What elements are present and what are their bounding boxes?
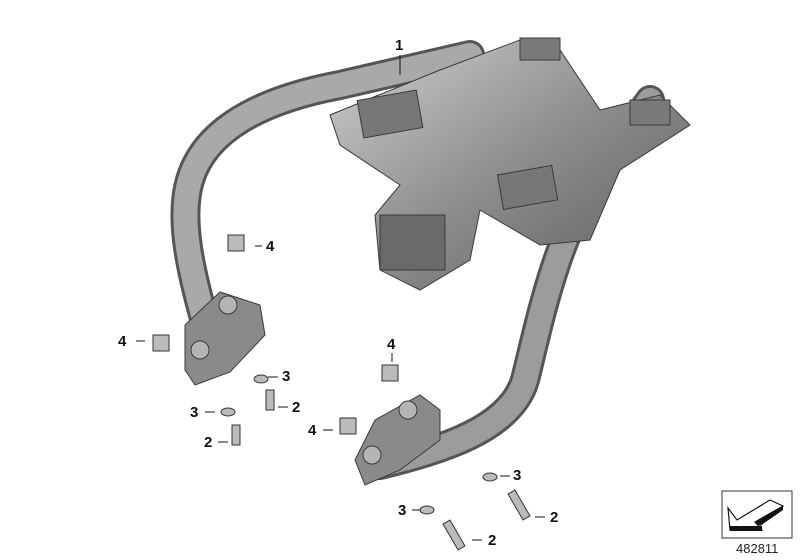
callout-2[interactable]: 2 [292,399,301,416]
washer-icon [419,505,435,515]
bolt-icon [265,389,275,411]
callout-2[interactable]: 2 [488,532,497,549]
clip-nut-icon [339,417,357,435]
bolt-icon [231,424,241,446]
callout-3[interactable]: 3 [190,404,199,421]
bolt-icon [507,489,531,521]
clip-nut-icon [152,334,170,352]
leader-lines [136,55,545,541]
luggage-carrier [170,37,691,486]
callout-1[interactable]: 1 [395,37,404,54]
callout-3[interactable]: 3 [282,368,291,385]
washer-icon [253,374,269,384]
fasteners [152,234,531,551]
callout-3[interactable]: 3 [398,502,407,519]
bolt-icon [442,519,466,551]
callout-3[interactable]: 3 [513,467,522,484]
callout-4[interactable]: 4 [118,333,127,350]
callout-2[interactable]: 2 [550,509,559,526]
callout-4[interactable]: 4 [308,422,317,439]
diagram-number: 482811 [736,541,779,556]
callout-4[interactable]: 4 [387,336,396,353]
callout-4[interactable]: 4 [266,238,275,255]
washer-icon [482,472,498,482]
callout-2[interactable]: 2 [204,434,213,451]
clip-nut-icon [227,234,245,252]
orientation-arrow-icon [721,490,793,539]
washer-icon [220,407,236,417]
clip-nut-icon [381,364,399,382]
